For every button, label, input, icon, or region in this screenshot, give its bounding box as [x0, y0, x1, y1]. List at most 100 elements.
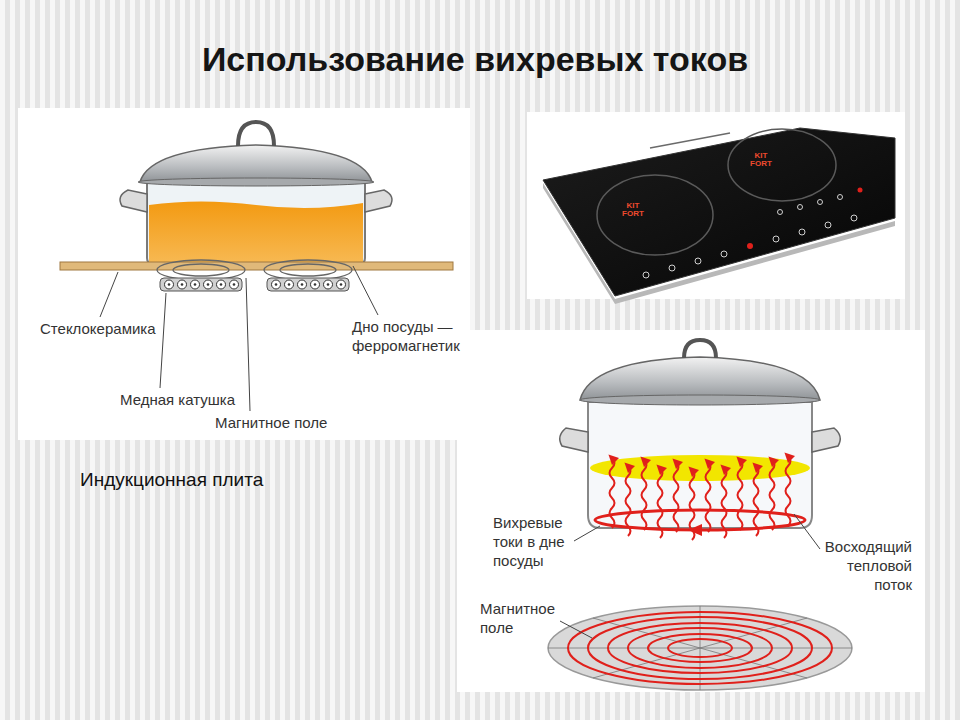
eddy-current-section: [457, 330, 925, 692]
induction-hob-section: [280, 264, 336, 276]
cooktop-photo: [799, 229, 805, 235]
leader-line: [560, 514, 820, 638]
leader-line: [794, 514, 820, 549]
induction-hob-section: [264, 260, 352, 280]
leader-line: [574, 526, 600, 541]
induction-hob-section: [120, 190, 147, 212]
copper-coil: [311, 280, 320, 289]
eddy-current-section: [593, 618, 807, 678]
copper-coil: [168, 283, 171, 286]
copper-coil: [267, 278, 349, 291]
eddy-current-section: [588, 617, 812, 679]
copper-coil: [165, 280, 346, 289]
induction-hob-section: [365, 190, 392, 212]
copper-coil: [275, 283, 278, 286]
copper-coil: [272, 280, 281, 289]
eddy-current-section: [548, 606, 852, 690]
cooktop-photo: [825, 222, 831, 228]
part-label: Медная катушка: [120, 391, 235, 410]
cooktop-photo: [747, 243, 753, 249]
part-label: Дно посуды — ферромагнетик: [352, 318, 468, 356]
eddy-current-section: [684, 340, 716, 358]
eddy-current-section: [580, 395, 820, 405]
induction-hob-section: [60, 262, 453, 270]
eddy-current-section: [668, 639, 732, 657]
cooktop-photo: [728, 129, 836, 201]
copper-coil: [220, 283, 223, 286]
heat-flow-arrow: [706, 462, 711, 532]
cooktop-photo: [543, 128, 895, 296]
copper-coil: [314, 283, 317, 286]
cooktop-photo: [773, 236, 779, 242]
eddy-current-section: [457, 330, 925, 692]
eddy-current-section: [568, 612, 832, 684]
eddy-current-section: [812, 428, 840, 452]
induction-hob-section: [173, 264, 229, 276]
cooktop-photo: [643, 195, 857, 279]
copper-coil: [178, 280, 187, 289]
copper-coil: [207, 283, 210, 286]
induction-hob-section: [157, 260, 245, 280]
cooktop-photo: [778, 210, 783, 215]
slide-title: Использование вихревых токов: [0, 38, 955, 81]
eddy-current-section: [560, 428, 588, 452]
cooktop-photo: [798, 205, 803, 210]
figure-caption: Индукционная плита: [80, 468, 263, 492]
eddy-current-section: [593, 618, 807, 678]
heat-flow-arrow: [674, 462, 679, 532]
induction-hob-section: [238, 122, 274, 146]
induction-hob-section: [138, 178, 374, 186]
part-label: Восходящий тепловой поток: [816, 538, 912, 594]
heat-flow-arrow: [642, 460, 647, 530]
cooktop-photo: [721, 251, 727, 257]
leader-line: [100, 266, 378, 411]
heat-flow-arrow: [658, 468, 663, 538]
copper-coil: [165, 280, 174, 289]
eddy-current-section: [648, 634, 752, 662]
induction-hob-section: [18, 108, 470, 440]
leader-line: [100, 272, 118, 317]
cooktop-photo: [858, 188, 863, 193]
part-label: Магнитное поле: [480, 600, 564, 638]
heat-flow-arrow: [754, 466, 759, 536]
eddy-current-section: [548, 606, 852, 690]
cooktop-photo: [695, 258, 701, 264]
induction-hob-section: [140, 145, 372, 182]
heat-flow-arrow: [610, 456, 791, 540]
copper-coil: [298, 280, 307, 289]
heat-flow-arrow: [626, 466, 631, 536]
heat-flow-arrow: [770, 460, 775, 530]
brand-logo: KIT FORT: [620, 202, 646, 219]
leader-line: [560, 621, 592, 638]
copper-coil: [301, 283, 304, 286]
copper-coil: [160, 278, 242, 291]
eddy-current-section: [628, 628, 772, 668]
cooktop-photo: [669, 265, 675, 271]
eddy-current-section: [580, 357, 820, 400]
heat-flow-arrow: [738, 460, 743, 530]
cooktop-photo: [851, 215, 857, 221]
copper-coil: [181, 283, 184, 286]
copper-coil: [168, 283, 343, 286]
cooktop-photo: [597, 175, 713, 255]
eddy-current-section: [590, 455, 810, 481]
copper-coil: [204, 280, 213, 289]
copper-coil: [340, 283, 343, 286]
leader-line: [246, 278, 250, 411]
cooktop-photo: [650, 133, 730, 148]
eddy-current-section: [568, 612, 832, 684]
cooktop-photo: [838, 195, 843, 200]
copper-coil: [285, 280, 294, 289]
part-label: Вихревые токи в дне посуды: [493, 514, 573, 570]
induction-hob-section: [157, 260, 352, 280]
part-label: Магнитное поле: [215, 414, 327, 433]
copper-coil: [233, 283, 236, 286]
copper-coil: [327, 283, 330, 286]
copper-coil: [230, 280, 239, 289]
eddy-current-section: [608, 623, 792, 673]
brand-logo: KIT FORT: [748, 152, 774, 169]
copper-coil: [160, 278, 349, 291]
